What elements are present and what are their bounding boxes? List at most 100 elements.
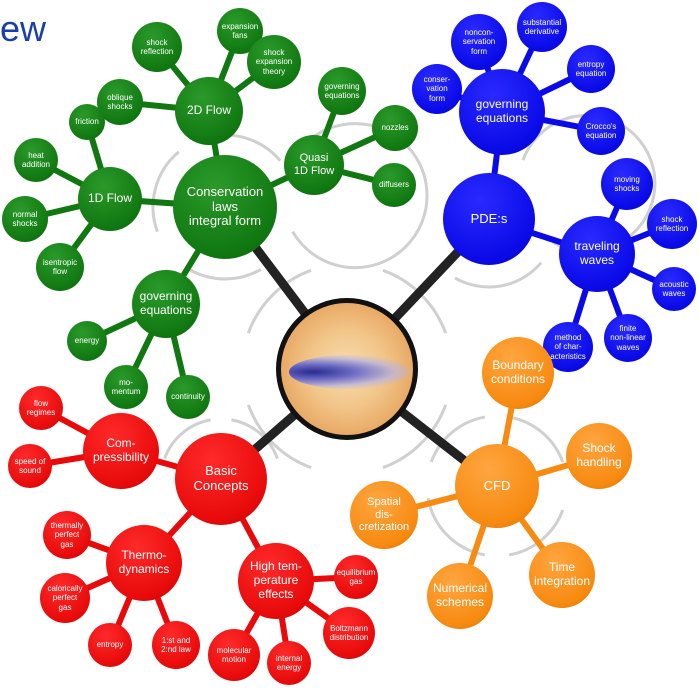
node-label: internal energy <box>275 653 303 672</box>
node-label: governing equations <box>475 97 529 125</box>
node-label: Com- pressibility <box>92 436 149 464</box>
node-label: flow regimes <box>26 398 56 417</box>
cycle-arc <box>382 404 448 470</box>
cycle-arc <box>163 418 211 460</box>
node-label: shock reflection <box>655 214 689 233</box>
node-nozzles: nozzles <box>372 105 418 151</box>
cycle-arc <box>246 404 312 470</box>
node-label: substantial derivative <box>522 17 562 36</box>
node-label: Boundary conditions <box>490 358 546 386</box>
node-quasi1d: Quasi 1D Flow <box>284 135 344 195</box>
cycle-arc <box>508 509 565 557</box>
jet-plume <box>289 355 409 389</box>
node-label: Crocco's equation <box>585 121 617 140</box>
node-label: acoustic waves <box>659 279 689 298</box>
node-label: traveling waves <box>574 239 620 267</box>
node-entropy-r: entropy <box>88 623 132 667</box>
cycle-arc <box>231 418 279 460</box>
node-conservation-form: conser- vation form <box>412 64 462 114</box>
node-gov-eq-small: governing equations <box>318 67 366 115</box>
node-friction: friction <box>69 104 105 140</box>
node-label: governing equations <box>139 289 193 317</box>
node-label: expansion fans <box>221 21 259 40</box>
node-continuity: continuity <box>166 375 210 419</box>
node-finite-waves: finite non-linear waves <box>604 314 652 362</box>
node-numerical-schemes: Numerical schemes <box>427 563 493 629</box>
node-croccos: Crocco's equation <box>577 107 625 155</box>
node-label: Spatial dis- cretization <box>358 496 410 534</box>
cycle-arc <box>246 268 312 334</box>
node-boltzmann: Boltzmann distribution <box>323 607 375 659</box>
cycle-arc <box>188 268 262 281</box>
node-shock-expansion: shock expansion theory <box>247 35 301 89</box>
node-conservation: Conservation laws integral form <box>173 155 277 259</box>
node-diffusers: diffusers <box>372 163 416 207</box>
node-gov-eq-blue: governing equations <box>459 69 545 155</box>
node-oblique-shocks: oblique shocks <box>97 79 143 125</box>
node-label: Quasi 1D Flow <box>293 152 335 177</box>
node-label: Numerical schemes <box>432 581 487 609</box>
node-calorically-perfect: calorically perfect gas <box>40 573 90 623</box>
node-label: isentropic flow <box>42 257 78 276</box>
node-label: molecular motion <box>216 645 252 664</box>
node-label: governing equations <box>324 81 360 100</box>
node-substantial: substantial derivative <box>517 2 567 52</box>
node-label: normal shocks <box>12 209 38 228</box>
node-nonconservation: noncon- servation form <box>451 14 507 70</box>
node-equilibrium-gas: equilibrium gas <box>334 555 378 599</box>
node-label: conser- vation form <box>423 75 451 103</box>
node-traveling-waves: traveling waves <box>559 216 635 292</box>
node-label: speed of sound <box>14 456 46 475</box>
node-pdes: PDE:s <box>443 173 535 265</box>
flow-simulation-image <box>276 298 418 440</box>
node-label: Conservation laws integral form <box>186 183 264 229</box>
node-label: equilibrium gas <box>336 567 376 586</box>
node-label: Basic Concepts <box>193 463 249 493</box>
node-label: shock expansion theory <box>255 48 293 76</box>
node-label: noncon- servation form <box>462 28 496 56</box>
node-flow2d: 2D Flow <box>175 77 243 145</box>
node-energy: energy <box>67 321 107 361</box>
node-shock-handling: Shock handling <box>566 423 632 489</box>
node-molecular-motion: molecular motion <box>208 629 260 681</box>
node-basic-concepts: Basic Concepts <box>175 433 267 525</box>
node-label: 2D Flow <box>186 103 231 118</box>
node-label: energy <box>74 336 100 346</box>
node-cfd: CFD <box>455 444 539 528</box>
node-label: High tem- perature effects <box>249 559 302 601</box>
node-label: shock reflection <box>140 37 174 56</box>
cycle-arc <box>429 415 486 463</box>
node-label: Shock handling <box>576 441 622 469</box>
node-moving-shocks: moving shocks <box>601 158 653 210</box>
node-compressibility: Com- pressibility <box>83 413 159 489</box>
node-internal-energy: internal energy <box>267 641 311 685</box>
node-label: heat addition <box>21 150 51 169</box>
node-thermally-perfect: thermally perfect gas <box>43 511 91 559</box>
node-gov-eq-green: governing equations <box>132 270 200 338</box>
node-label: entropy equation <box>575 59 607 78</box>
node-entropy-eq: entropy equation <box>567 45 615 93</box>
node-boundary: Boundary conditions <box>482 337 554 409</box>
node-label: CFD <box>483 477 511 493</box>
node-heat-addition: heat addition <box>14 138 58 182</box>
node-label: 1D Flow <box>87 191 132 206</box>
node-label: continuity <box>171 392 205 402</box>
node-shock-reflection-g: shock reflection <box>132 22 182 72</box>
cycle-arc <box>454 261 543 289</box>
node-spatial-disc: Spatial dis- cretization <box>350 481 418 549</box>
node-label: friction <box>75 117 99 127</box>
node-label: entropy <box>96 640 124 650</box>
node-label: thermally perfect gas <box>50 521 84 549</box>
node-speed-sound: speed of sound <box>8 444 52 488</box>
node-label: moving shocks <box>614 174 640 193</box>
node-isentropic-flow: isentropic flow <box>36 243 84 291</box>
node-label: Time integration <box>533 560 591 588</box>
node-flow-regimes: flow regimes <box>19 386 63 430</box>
node-laws: 1:st and 2:nd law <box>152 621 200 669</box>
cycle-arc <box>151 150 180 233</box>
node-normal-shocks: normal shocks <box>2 196 48 242</box>
node-time-integration: Time integration <box>529 542 595 608</box>
node-label: PDE:s <box>470 210 508 226</box>
node-label: calorically perfect gas <box>47 584 83 612</box>
